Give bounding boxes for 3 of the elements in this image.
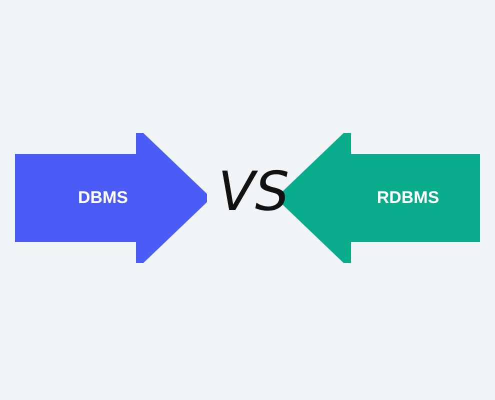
- arrow-label: RDBMS: [376, 188, 440, 208]
- arrow-label: DBMS: [78, 188, 128, 208]
- versus-text: VS: [218, 160, 290, 223]
